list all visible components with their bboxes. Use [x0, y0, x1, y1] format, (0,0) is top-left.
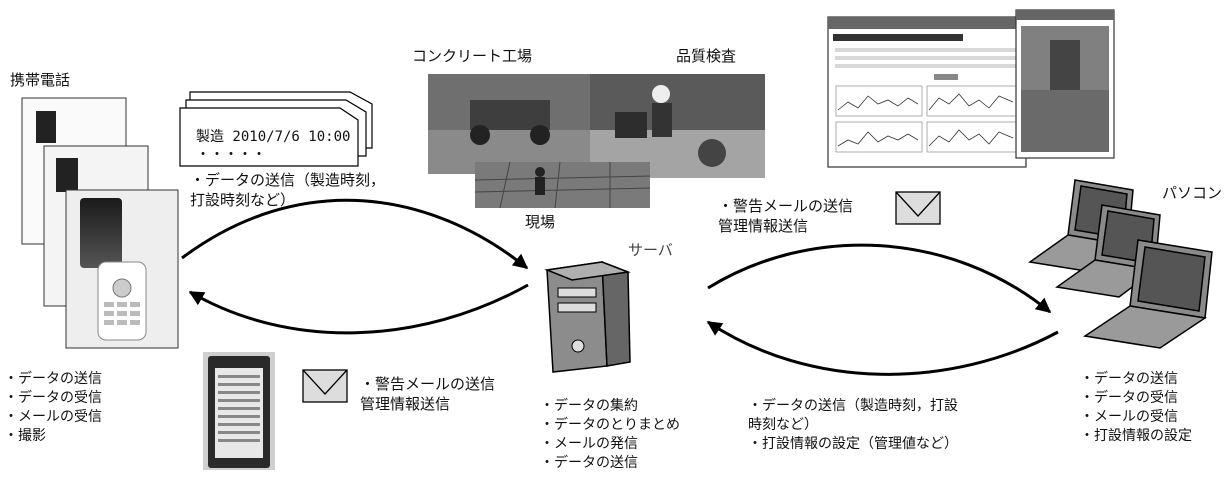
text-line: ・データの送信（製造時刻，打設 [748, 398, 958, 414]
server-mail-description: ・警告メールの送信 管理情報送信 [718, 196, 853, 236]
list-item: ・データの送信 [1080, 371, 1178, 387]
quality-title: 品質検査 [676, 47, 737, 65]
list-item: ・メールの受信 [1080, 409, 1178, 425]
text-line: 時刻など） [748, 417, 818, 433]
arrow-mobile-to-server [181, 198, 529, 270]
pc-send-description: ・データの送信（製造時刻，打設 時刻など） ・打設情報の設定（管理値など） [748, 397, 958, 454]
document-note-line2: ・・・・・ [196, 147, 266, 163]
text-line: ・警告メールの送信 [360, 375, 496, 393]
list-item: ・メールの受信 [4, 409, 102, 425]
mail-icon-top [895, 191, 941, 225]
site-title: 現場 [525, 213, 556, 231]
photo-collage [428, 74, 765, 209]
flow-arrows [181, 198, 1059, 376]
list-item: ・データの受信 [1080, 390, 1178, 406]
mobile-mail-description: ・警告メールの送信 管理情報送信 [360, 374, 495, 414]
arrow-pc-to-server [706, 320, 1059, 376]
server-tower [544, 260, 631, 373]
server-feature-list: ・データの集約 ・データのとりまとめ ・メールの発信 ・データの送信 [540, 397, 680, 473]
text-line: ・警告メールの送信 [718, 197, 854, 215]
factory-title: コンクリート工場 [412, 47, 533, 65]
text-line: ・データの送信（製造時刻， [190, 171, 386, 189]
monitoring-screenshots [827, 9, 1115, 168]
pc-title: パソコン [1162, 184, 1223, 202]
list-item: ・データのとりまとめ [540, 417, 680, 433]
pc-feature-list: ・データの送信 ・データの受信 ・メールの受信 ・打設情報の設定 [1080, 370, 1192, 446]
server-title: サーバ [628, 241, 673, 259]
text-line: 管理情報送信 [360, 395, 451, 413]
list-item: ・データの送信 [540, 455, 638, 471]
list-item: ・打設情報の設定 [1080, 428, 1192, 444]
arrow-server-to-pc [707, 243, 1052, 314]
mobile-title: 携帯電話 [10, 71, 71, 89]
document-note-line1: 製造 2010/7/6 10:00 [196, 129, 351, 145]
mobile-feature-list: ・データの送信 ・データの受信 ・メールの受信 ・撮影 [4, 370, 102, 446]
mail-icon-bottom [302, 369, 348, 403]
text-line: 管理情報送信 [718, 217, 809, 235]
text-line: ・打設情報の設定（管理値など） [748, 436, 958, 452]
list-item: ・データの集約 [540, 398, 638, 414]
mobile-send-description: ・データの送信（製造時刻， 打設時刻など） [190, 170, 385, 210]
text-line: 打設時刻など） [190, 191, 296, 209]
document-note: 製造 2010/7/6 10:00 ・・・・・ [196, 128, 350, 164]
list-item: ・データの受信 [4, 390, 102, 406]
mobile-phone-photos [21, 97, 179, 349]
laptop-stack [1028, 179, 1213, 349]
arrow-server-to-mobile [188, 283, 529, 335]
document-note-graphic [179, 91, 373, 167]
list-item: ・メールの発信 [540, 436, 638, 452]
phone-screen-photo [203, 352, 275, 470]
list-item: ・データの送信 [4, 371, 102, 387]
list-item: ・撮影 [4, 428, 46, 444]
